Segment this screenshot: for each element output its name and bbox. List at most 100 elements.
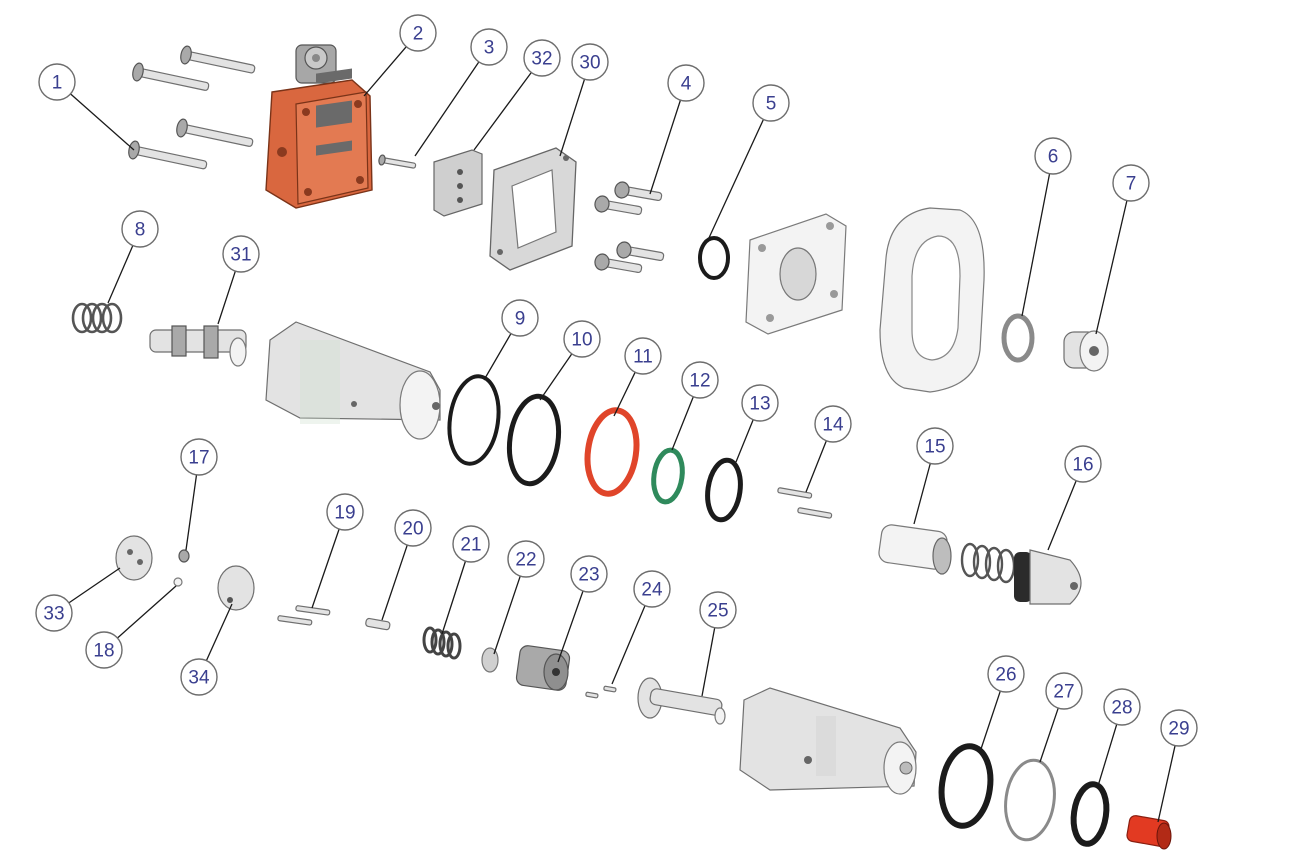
leader-line-3 <box>414 61 480 157</box>
part-33-disc <box>115 535 153 581</box>
callout-11: 11 <box>624 337 662 375</box>
part-23-block <box>515 645 571 691</box>
part-24-pins <box>585 685 617 699</box>
leader-line-32 <box>473 72 532 151</box>
callout-24: 24 <box>633 570 671 608</box>
callout-17: 17 <box>180 438 218 476</box>
leader-line-2 <box>363 46 407 97</box>
callout-circle <box>633 570 671 608</box>
callout-circle <box>180 658 218 696</box>
callout-label: 28 <box>1111 698 1132 719</box>
part-17-nut <box>178 549 190 563</box>
part-25-stem <box>637 677 726 725</box>
callout-22: 22 <box>507 540 545 578</box>
leader-line-25 <box>701 627 716 697</box>
leader-line-4 <box>649 99 682 195</box>
part-8-spring <box>71 302 123 334</box>
callout-label: 3 <box>484 38 495 59</box>
leader-line-8 <box>107 245 134 304</box>
callout-label: 16 <box>1072 455 1093 476</box>
leader-line-18 <box>117 585 177 639</box>
callout-circle <box>180 438 218 476</box>
callout-label: 4 <box>681 74 692 95</box>
callout-label: 23 <box>578 565 599 586</box>
leader-line-12 <box>671 396 694 451</box>
callout-label: 1 <box>52 73 63 94</box>
leader-line-29 <box>1157 745 1176 823</box>
callout-9: 9 <box>501 299 539 337</box>
part-19-pins <box>277 605 331 626</box>
leader-line-16 <box>1047 480 1077 551</box>
callout-circle <box>570 555 608 593</box>
callout-circle <box>38 63 76 101</box>
callout-12: 12 <box>681 361 719 399</box>
leader-line-14 <box>805 440 827 493</box>
leader-line-23 <box>557 590 584 663</box>
part-28-o-ring <box>1070 781 1110 847</box>
callout-circle <box>121 210 159 248</box>
callout-31: 31 <box>222 235 260 273</box>
callout-label: 27 <box>1053 682 1074 703</box>
leader-line-11 <box>613 371 636 417</box>
callout-label: 12 <box>689 371 710 392</box>
callout-label: 8 <box>135 220 146 241</box>
leader-line-6 <box>1021 173 1051 317</box>
housing-frame <box>879 207 985 393</box>
part-14-pins <box>777 487 833 519</box>
part-30-frame-gasket <box>489 147 577 271</box>
callout-label: 29 <box>1168 719 1189 740</box>
callout-circle <box>699 591 737 629</box>
callout-label: 19 <box>334 503 355 524</box>
leader-line-13 <box>735 419 754 463</box>
callout-circle <box>523 39 561 77</box>
callout-circle <box>1034 137 1072 175</box>
callout-circle <box>399 14 437 52</box>
callout-21: 21 <box>452 525 490 563</box>
leader-line-10 <box>539 353 573 401</box>
callout-circle <box>916 427 954 465</box>
callout-circle <box>394 509 432 547</box>
callout-label: 32 <box>531 49 552 70</box>
callout-label: 9 <box>515 309 526 330</box>
leader-line-17 <box>185 474 198 551</box>
callout-circle <box>1103 688 1141 726</box>
callout-circle <box>85 631 123 669</box>
leader-line-22 <box>493 575 521 655</box>
main-cylinder <box>265 321 441 440</box>
callout-32: 32 <box>523 39 561 77</box>
part-11-o-ring <box>584 407 640 497</box>
callout-circle <box>326 493 364 531</box>
part-13-o-ring <box>705 457 743 523</box>
part-22-disc <box>481 647 499 673</box>
callout-label: 24 <box>641 580 663 601</box>
callout-label: 5 <box>766 94 777 115</box>
callout-circle <box>563 320 601 358</box>
leader-line-5 <box>707 119 765 241</box>
callout-label: 2 <box>413 24 424 45</box>
callout-label: 17 <box>188 448 209 469</box>
part-3-screw <box>378 154 417 169</box>
callout-label: 25 <box>707 601 728 622</box>
part-2-actuator-body <box>265 44 373 209</box>
callout-label: 33 <box>43 604 64 625</box>
callout-circle <box>571 43 609 81</box>
leader-line-30 <box>559 78 586 157</box>
leader-line-28 <box>1097 724 1118 787</box>
callout-30: 30 <box>571 43 609 81</box>
callout-18: 18 <box>85 631 123 669</box>
part-34-cap <box>217 565 255 611</box>
callout-8: 8 <box>121 210 159 248</box>
callout-circle <box>624 337 662 375</box>
part-26-o-ring <box>938 743 994 829</box>
callout-10: 10 <box>563 320 601 358</box>
leader-line-27 <box>1039 707 1059 763</box>
callout-28: 28 <box>1103 688 1141 726</box>
leader-line-24 <box>611 605 646 685</box>
callout-label: 10 <box>571 330 592 351</box>
part-5-o-ring <box>698 236 730 280</box>
callout-circle <box>681 361 719 399</box>
leader-line-15 <box>913 463 931 525</box>
callout-circle <box>501 299 539 337</box>
